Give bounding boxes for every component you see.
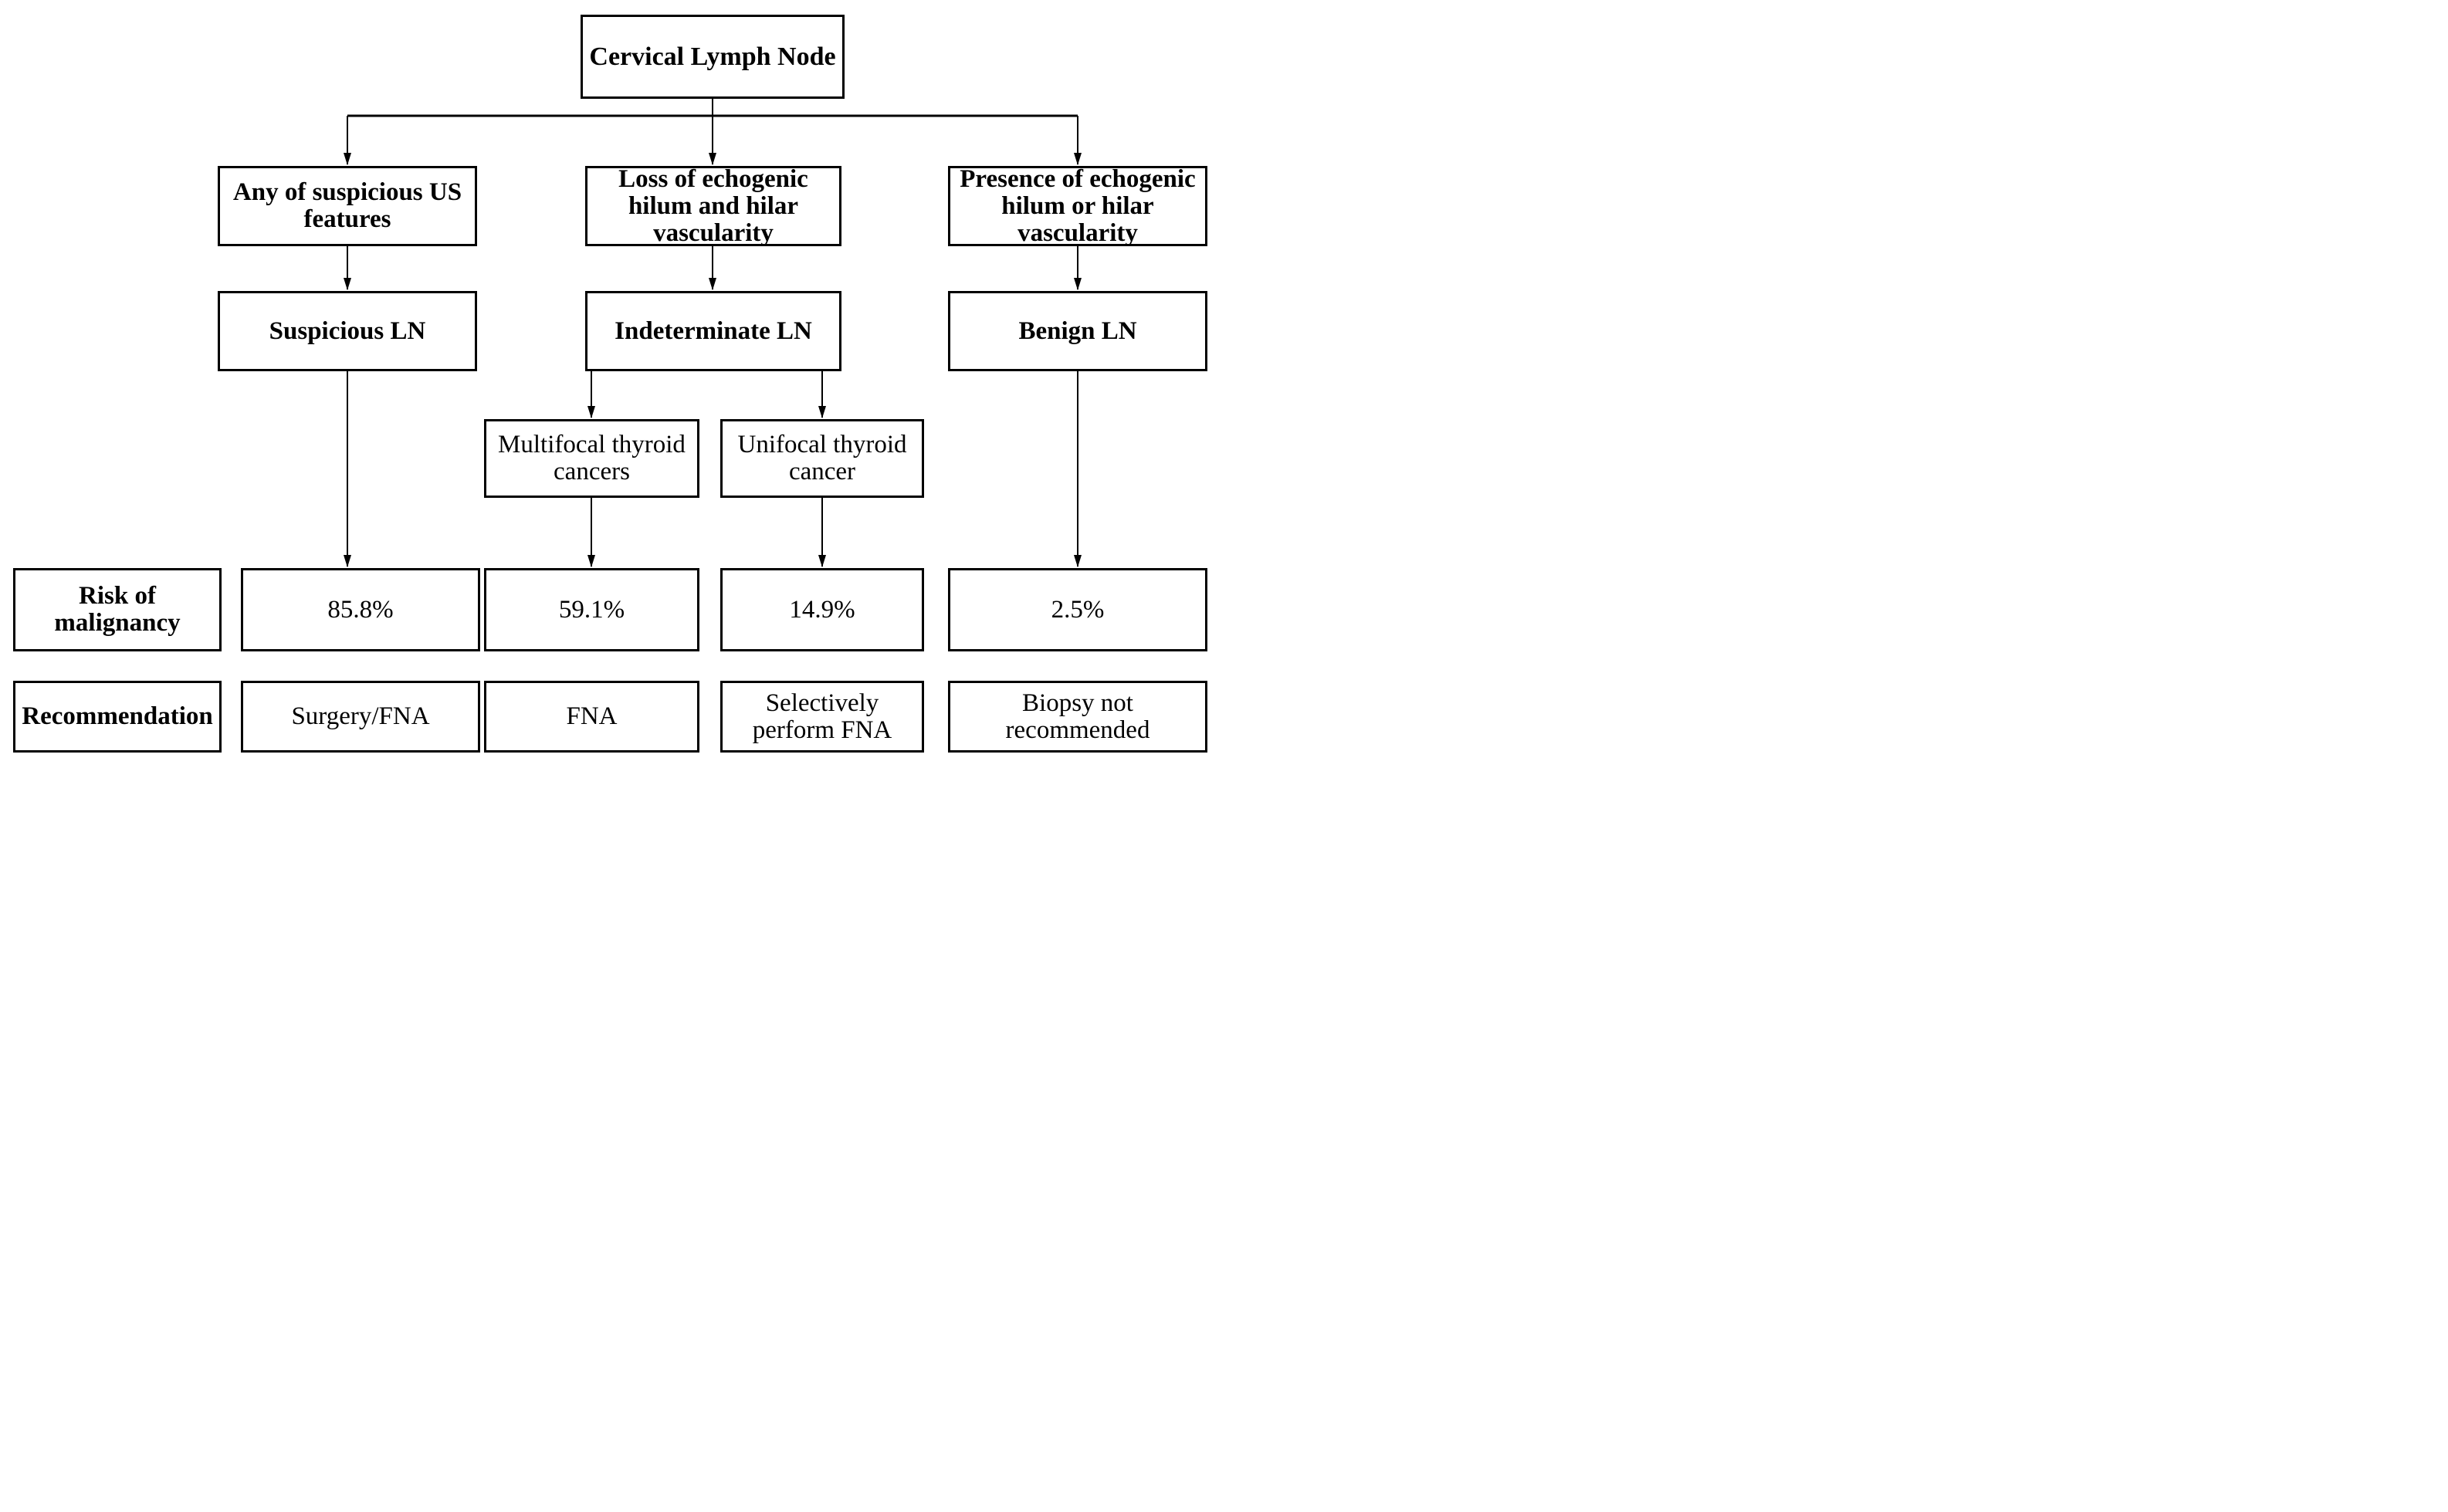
risk-value-benign: 2.5%	[948, 568, 1207, 651]
criteria-label: Any of suspicious US features	[232, 178, 462, 233]
node-benign-ln: Benign LN	[948, 291, 1207, 371]
recommendation-value: Selectively perform FNA	[752, 688, 892, 744]
risk-value: 59.1%	[558, 595, 625, 624]
classification-label: Suspicious LN	[269, 316, 426, 345]
connector-layer	[344, 99, 1082, 567]
risk-value-multifocal: 59.1%	[484, 568, 699, 651]
recommendation-selective-fna: Selectively perform FNA	[720, 681, 924, 753]
row-header-risk-of-malignancy: Risk of malignancy	[13, 568, 222, 651]
classification-label: Benign LN	[1018, 316, 1137, 345]
criteria-label: Presence of echogenic hilum or hilar vas…	[960, 164, 1196, 247]
risk-value: 14.9%	[789, 595, 855, 624]
row-header-label: Recommendation	[22, 702, 213, 730]
risk-value: 85.8%	[327, 595, 394, 624]
flowchart-canvas: Cervical Lymph Node Any of suspicious US…	[0, 0, 1224, 756]
subgroup-label: Unifocal thyroid cancer	[737, 431, 907, 485]
node-multifocal-thyroid-cancers: Multifocal thyroid cancers	[484, 419, 699, 498]
risk-value-unifocal: 14.9%	[720, 568, 924, 651]
row-header-recommendation: Recommendation	[13, 681, 222, 753]
recommendation-no-biopsy: Biopsy not recommended	[948, 681, 1207, 753]
node-unifocal-thyroid-cancer: Unifocal thyroid cancer	[720, 419, 924, 498]
node-indeterminate-ln: Indeterminate LN	[585, 291, 841, 371]
node-criteria-presence-echogenic-hilum: Presence of echogenic hilum or hilar vas…	[948, 164, 1207, 247]
subgroup-label: Multifocal thyroid cancers	[498, 431, 686, 485]
recommendation-value: Surgery/FNA	[291, 702, 430, 730]
criteria-label: Loss of echogenic hilum and hilar vascul…	[618, 164, 808, 247]
risk-value-suspicious: 85.8%	[241, 568, 480, 651]
classification-label: Indeterminate LN	[615, 316, 812, 345]
node-suspicious-ln: Suspicious LN	[218, 291, 477, 371]
recommendation-value: FNA	[566, 702, 618, 730]
recommendation-fna: FNA	[484, 681, 699, 753]
row-header-label: Risk of malignancy	[54, 582, 181, 637]
node-criteria-suspicious-us-features: Any of suspicious US features	[218, 166, 477, 246]
node-cervical-lymph-node-label: Cervical Lymph Node	[589, 42, 836, 71]
recommendation-value: Biopsy not recommended	[1005, 688, 1150, 744]
recommendation-surgery-fna: Surgery/FNA	[241, 681, 480, 753]
node-cervical-lymph-node: Cervical Lymph Node	[581, 15, 845, 99]
node-criteria-loss-echogenic-hilum: Loss of echogenic hilum and hilar vascul…	[585, 164, 841, 247]
risk-value: 2.5%	[1051, 595, 1105, 624]
